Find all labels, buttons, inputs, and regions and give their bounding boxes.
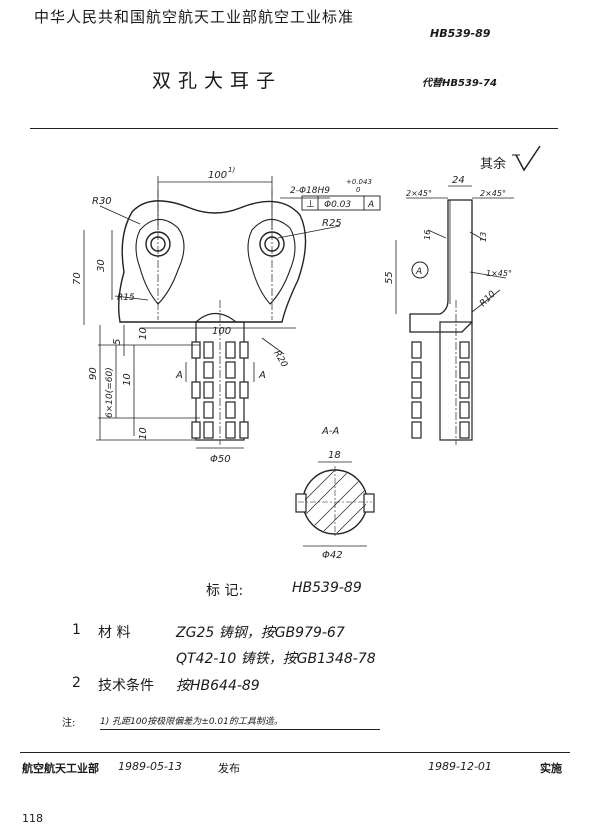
section-mark-right: A <box>258 370 266 381</box>
section-view <box>295 461 375 547</box>
dim-10a: 10 <box>138 327 149 340</box>
dim-r30: R30 <box>92 196 112 207</box>
dim-r25: R25 <box>322 218 342 229</box>
left-pocket <box>135 218 185 305</box>
dim-100-mid: 100 <box>212 326 231 337</box>
dim-30: 30 <box>96 259 107 272</box>
dim-phi42: Φ42 <box>322 550 343 561</box>
dim-24: 24 <box>452 175 465 186</box>
dim-r15: R15 <box>117 293 135 303</box>
effective-label: 实施 <box>540 762 562 775</box>
req-2-number: 2 <box>72 675 81 691</box>
header-divider <box>30 128 558 129</box>
dim-100-top: 100 <box>208 170 227 181</box>
right-pocket <box>247 218 296 305</box>
perp-tolerance: Φ0.03 <box>324 200 351 210</box>
hole-spec: 2-Φ18H9 <box>290 186 330 196</box>
req-1-number: 1 <box>72 622 81 638</box>
section-title: A-A <box>321 426 339 437</box>
issuer: 航空航天工业部 <box>22 762 99 775</box>
lug-outline <box>117 200 307 323</box>
dim-6x10: 6×10(=60) <box>105 367 115 418</box>
section-mark-left: A <box>175 370 183 381</box>
marking-value: HB539-89 <box>292 580 362 596</box>
effective-date: 1989-12-01 <box>428 760 492 773</box>
req-1-label: 材 料 <box>98 625 131 641</box>
req-2-label: 技术条件 <box>98 678 154 694</box>
note-text: 1) 孔距100按极限偏差为±0.01的工具制造。 <box>100 717 283 727</box>
dim-r20: R20 <box>271 349 289 370</box>
chamfer-right: 2×45° <box>480 189 506 198</box>
replaces-standard: 代替HB539-74 <box>422 78 497 89</box>
datum-a-label: A <box>415 267 422 277</box>
req-1-line-2: QT42-10 铸铁，按GB1348-78 <box>176 651 376 667</box>
issued-label: 发布 <box>218 762 240 775</box>
dim-10c: 10 <box>138 427 149 440</box>
standard-title: 中华人民共和国航空航天工业部航空工业标准 <box>34 8 355 26</box>
issue-date: 1989-05-13 <box>118 760 182 773</box>
req-1-line-1: ZG25 铸钢，按GB979-67 <box>176 625 345 641</box>
hole-tol-upper: +0.043 <box>346 178 372 186</box>
note-label: 注: <box>62 718 76 729</box>
chamfer-1x45: 1×45° <box>486 269 512 278</box>
dim-55: 55 <box>384 271 395 284</box>
req-2-line-1: 按HB644-89 <box>176 678 260 694</box>
hole-tol-lower: 0 <box>356 186 361 194</box>
dim-10b: 10 <box>122 373 133 386</box>
dim-16: 16 <box>423 230 432 240</box>
perp-symbol: ⊥ <box>306 199 315 210</box>
note-underline <box>100 729 380 730</box>
side-view <box>409 199 473 445</box>
dim-13: 13 <box>479 232 488 242</box>
dim-5: 5 <box>112 339 123 345</box>
page-number: 118 <box>22 812 43 825</box>
surface-finish-symbol <box>515 145 541 172</box>
dim-r10: R10 <box>478 289 498 309</box>
tolerance-frame <box>301 195 381 211</box>
datum-letter: A <box>367 200 374 210</box>
surface-finish-note: 其余 <box>480 156 506 172</box>
dim-70: 70 <box>72 272 83 285</box>
datum-a-bubble <box>411 261 429 279</box>
chamfer-left: 2×45° <box>406 189 432 198</box>
dim-90: 90 <box>88 367 99 380</box>
footer-divider <box>20 752 570 753</box>
part-name: 双孔大耳子 <box>152 70 283 92</box>
dim-100-sup: 1) <box>228 166 235 174</box>
dim-phi50: Φ50 <box>210 454 231 465</box>
dim-18: 18 <box>328 450 341 461</box>
thread-bumps <box>191 341 249 439</box>
standard-number: HB539-89 <box>430 27 491 40</box>
marking-label: 标 记: <box>206 583 244 599</box>
